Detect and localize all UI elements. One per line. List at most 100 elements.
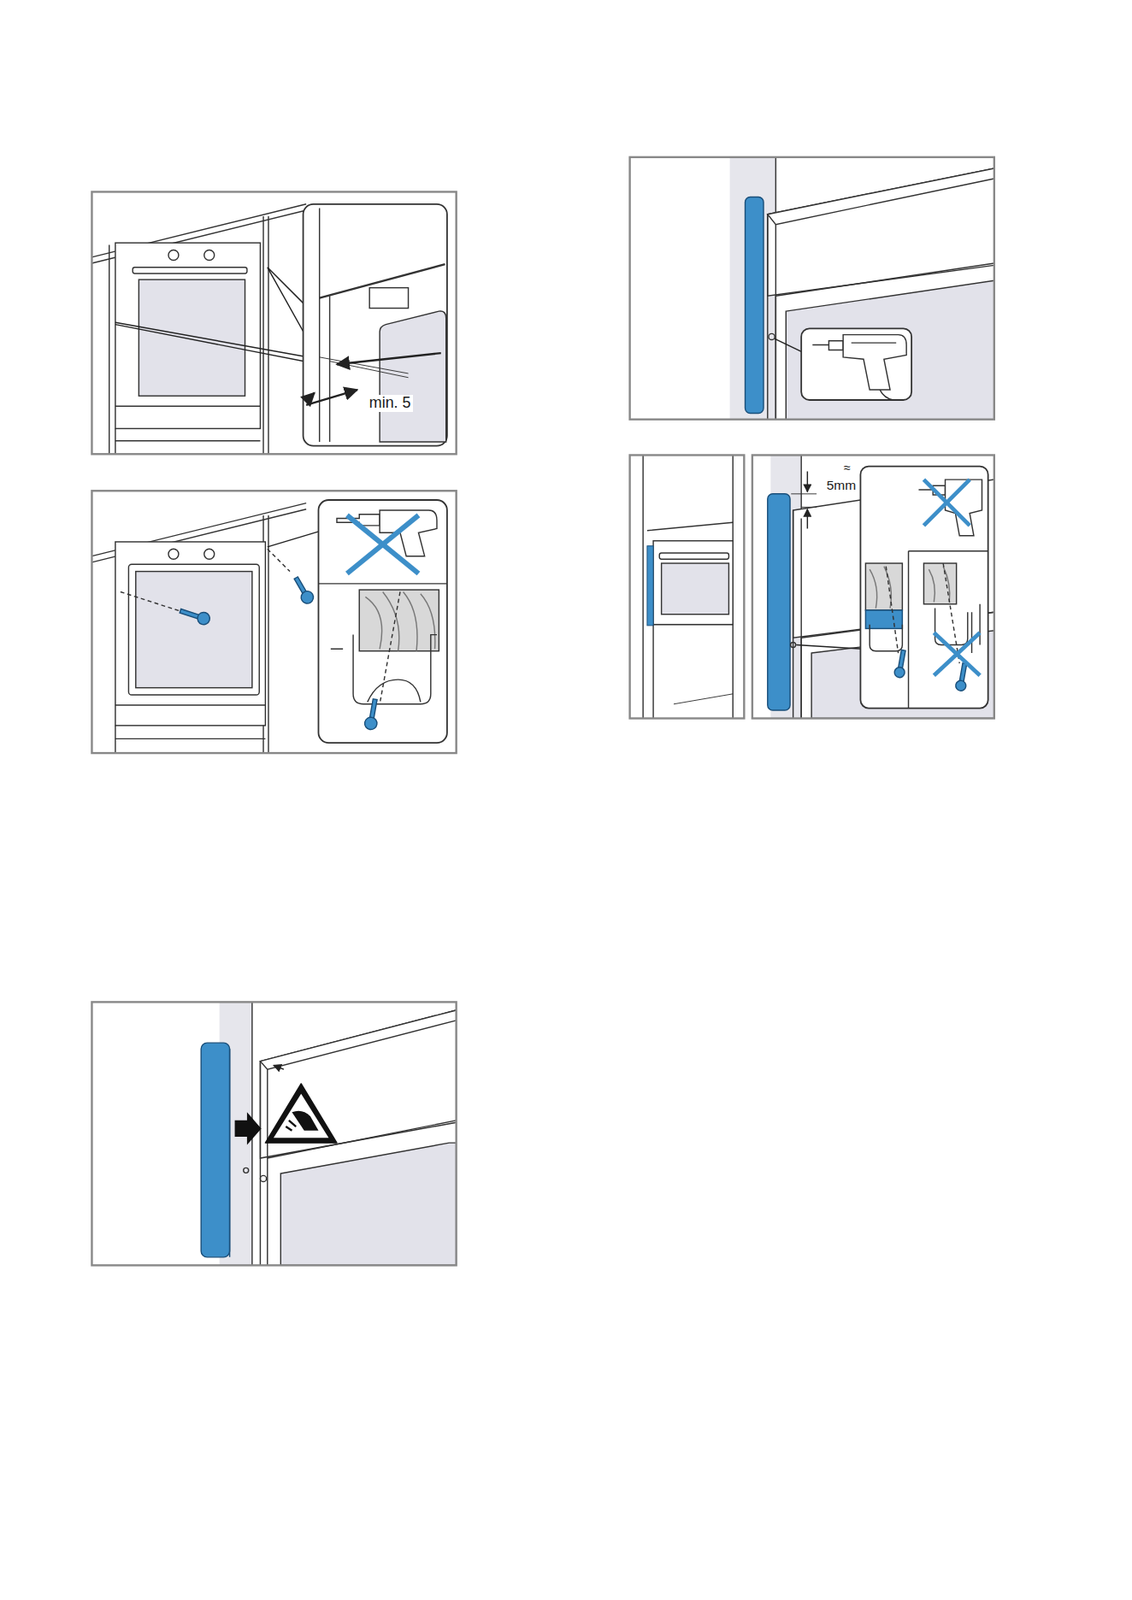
panel-fit-strip-part bbox=[235, 1112, 262, 1145]
panel-oven-gap-part bbox=[115, 405, 261, 407]
panel-fit-strip-part bbox=[259, 1175, 266, 1182]
panel-strip-fixing-part bbox=[792, 510, 794, 720]
panel-strip-fixing-part bbox=[907, 551, 909, 709]
panel-oven-gap-part bbox=[306, 393, 315, 402]
panel-drill-holes-part bbox=[879, 389, 894, 401]
panel-oven-gap-part bbox=[267, 216, 269, 454]
panel-oven-gap-part bbox=[91, 191, 456, 454]
panel-drill-holes-part bbox=[812, 341, 844, 351]
panel-screw-fixing-part bbox=[318, 583, 447, 584]
panel-strip-fixing-part bbox=[933, 632, 980, 676]
panel-oven-gap-part bbox=[369, 288, 408, 309]
panel-drill-holes-part bbox=[851, 341, 897, 343]
panel-oven-gap-part bbox=[267, 267, 307, 337]
panel-oven-gap-part bbox=[379, 311, 447, 443]
panel-tall-unit-part bbox=[661, 563, 730, 615]
panel-oven-gap-part bbox=[319, 357, 409, 374]
panel-fit-strip-part bbox=[259, 1061, 261, 1267]
panel-strip-fixing-part bbox=[935, 604, 981, 654]
panel-oven-gap-part bbox=[115, 324, 320, 366]
panel-screw-fixing-part bbox=[91, 490, 456, 754]
panel-fit-strip-part bbox=[265, 1084, 337, 1144]
panel-strip-fixing bbox=[752, 454, 995, 719]
panel-oven-gap-part bbox=[336, 353, 442, 365]
panel-strip-fixing-part bbox=[893, 666, 906, 679]
panel-oven-gap-part bbox=[132, 267, 248, 274]
panel-oven-gap-part bbox=[303, 204, 448, 447]
panel-screw-fixing-part bbox=[115, 542, 266, 726]
panel-strip-fixing-part bbox=[807, 471, 808, 493]
panel-strip-fixing-part bbox=[800, 454, 802, 719]
panel-fit-strip-part bbox=[273, 1094, 329, 1138]
panel-screw-fixing-part bbox=[115, 738, 266, 740]
panel-strip-fixing-part bbox=[807, 509, 808, 530]
panel-tall-unit-part bbox=[647, 522, 733, 531]
panel-strip-fixing-part bbox=[767, 494, 791, 711]
panel-strip-fixing-part bbox=[800, 518, 802, 719]
panel-tall-unit-part bbox=[642, 454, 643, 719]
approx-symbol: ≈ bbox=[842, 461, 853, 476]
panel-strip-fixing-part bbox=[865, 563, 903, 611]
panel-drill-holes-part bbox=[768, 333, 775, 340]
panel-drill-holes-part bbox=[730, 157, 995, 420]
panel-drill-holes-part bbox=[775, 157, 777, 420]
panel-oven-gap bbox=[91, 191, 456, 454]
panel-strip-fixing-part bbox=[923, 479, 970, 526]
panel-strip-fixing-part bbox=[801, 507, 817, 508]
panel-tall-unit-part bbox=[653, 541, 733, 625]
panel-tall-unit-part bbox=[630, 454, 745, 719]
panel-screw-fixing-part bbox=[168, 548, 179, 560]
panel-screw-fixing-part bbox=[379, 591, 401, 704]
panel-oven-gap-part bbox=[306, 389, 358, 406]
panel-oven-gap-part bbox=[91, 204, 319, 454]
panel-tall-unit-part bbox=[659, 553, 729, 560]
panel-strip-fixing-part bbox=[933, 632, 980, 676]
panel-tall-unit-part bbox=[673, 694, 733, 705]
panel-screw-fixing-part bbox=[128, 564, 260, 696]
panel-oven-gap-part bbox=[329, 295, 331, 443]
panel-screw-fixing-part bbox=[204, 548, 215, 560]
panel-strip-fixing-part bbox=[860, 466, 988, 709]
panel-drill-holes bbox=[630, 157, 995, 420]
panel-strip-fixing-part bbox=[767, 454, 995, 719]
panel-oven-gap-part bbox=[204, 250, 215, 261]
panel-screw-fixing-part bbox=[365, 591, 435, 651]
panel-screw-fixing-part bbox=[347, 515, 419, 574]
panel-tall-unit-part bbox=[647, 546, 654, 626]
panel-drill-holes-part bbox=[843, 335, 907, 390]
panel-fit-strip-part bbox=[259, 1010, 456, 1070]
panel-strip-fixing-part bbox=[885, 566, 898, 654]
panel-drill-holes-part bbox=[745, 196, 764, 413]
panel-tall-unit-part bbox=[652, 624, 654, 720]
panel-strip-fixing-part bbox=[908, 550, 989, 552]
dimension-label: min. 5 bbox=[367, 395, 413, 413]
panel-screw-fixing-part bbox=[318, 500, 447, 743]
panel-screw-fixing-part bbox=[367, 679, 421, 702]
panel-strip-fixing-part bbox=[955, 662, 970, 692]
panel-screw-fixing-part bbox=[347, 515, 419, 574]
panel-strip-fixing-part bbox=[752, 454, 995, 719]
panel-fit-strip-part bbox=[259, 1010, 456, 1159]
panel-strip-fixing-part bbox=[928, 566, 950, 603]
panel-strip-fixing-part bbox=[790, 493, 817, 495]
panel-oven-gap-part bbox=[115, 440, 261, 442]
panel-drill-holes-part bbox=[801, 328, 912, 401]
panel-fit-strip-part bbox=[273, 1065, 284, 1070]
panel-fit-strip-part bbox=[200, 1043, 230, 1258]
panel-screw-fixing-part bbox=[267, 530, 322, 548]
panel-drill-holes-part bbox=[775, 224, 777, 420]
panel-drill-holes-part bbox=[774, 338, 802, 353]
panel-oven-gap-part bbox=[168, 250, 179, 261]
panel-strip-fixing-part bbox=[795, 645, 863, 650]
panel-screw-fixing bbox=[91, 490, 456, 754]
panel-tall-unit-part bbox=[653, 624, 733, 625]
panel-screw-fixing-part bbox=[363, 698, 381, 732]
panel-drill-holes-part bbox=[785, 280, 995, 419]
panel-drill-holes-part bbox=[767, 168, 995, 296]
panel-oven-gap-part bbox=[115, 322, 320, 360]
panel-fit-strip-part bbox=[266, 1069, 268, 1266]
panel-oven-gap-part bbox=[138, 279, 245, 396]
panel-strip-fixing-part bbox=[790, 642, 796, 649]
